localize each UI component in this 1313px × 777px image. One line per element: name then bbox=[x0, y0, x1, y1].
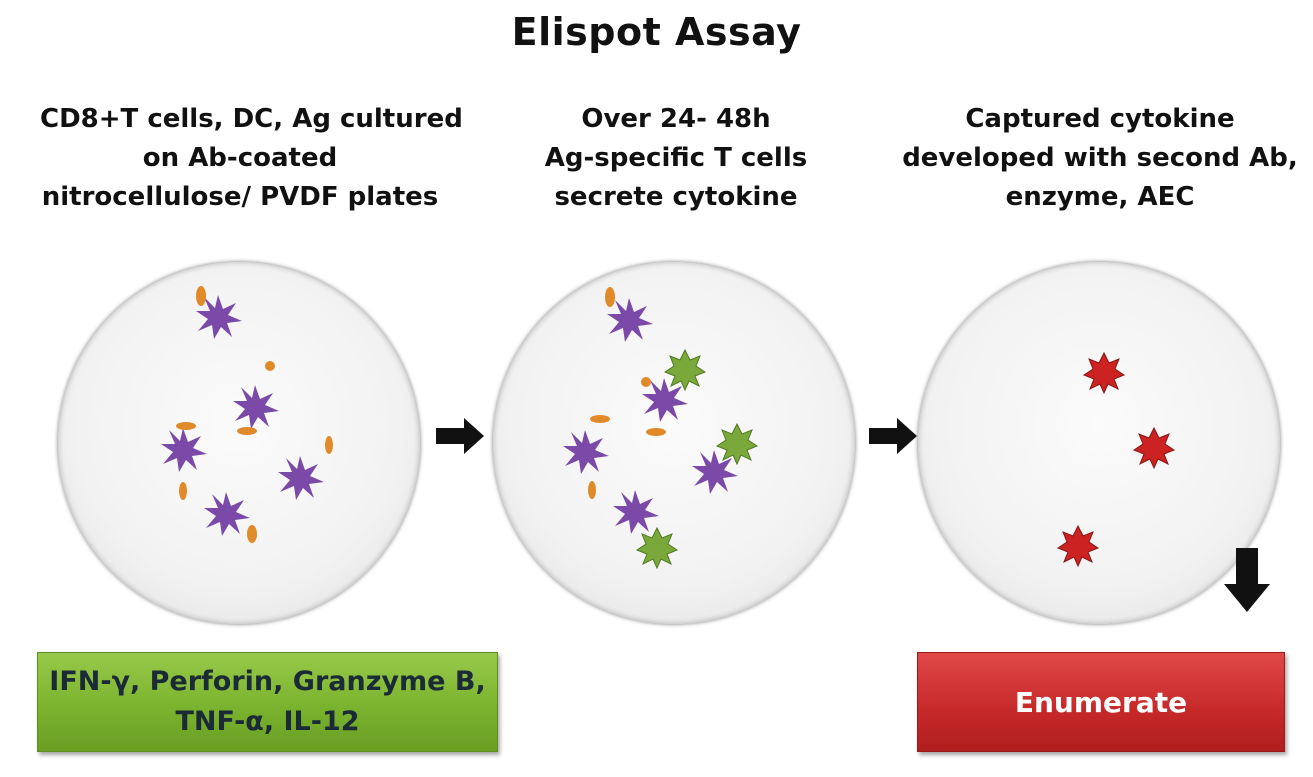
t-cells bbox=[563, 298, 738, 534]
step3-line1: Captured cytokine bbox=[965, 104, 1235, 134]
cytokine-list-line2: TNF-α, IL-12 bbox=[175, 706, 360, 737]
developed-spot bbox=[1083, 352, 1125, 394]
step2-line2: Ag-specific T cells bbox=[544, 143, 808, 173]
antigen bbox=[588, 481, 596, 499]
step3-line3: enzyme, AEC bbox=[1005, 182, 1195, 212]
t-cell bbox=[161, 428, 207, 472]
step3-label: Captured cytokine developed with second … bbox=[900, 100, 1300, 217]
step3-line2: developed with second Ab, bbox=[902, 143, 1298, 173]
antigen bbox=[605, 287, 615, 307]
enumerate-label: Enumerate bbox=[1014, 685, 1188, 719]
step2-label: Over 24- 48h Ag-specific T cells secrete… bbox=[486, 100, 866, 217]
arrow-down-icon bbox=[1224, 548, 1270, 612]
step1-line3: nitrocellulose/ PVDF plates bbox=[41, 182, 439, 212]
cytokine-spots bbox=[636, 349, 758, 569]
t-cell bbox=[278, 456, 324, 500]
plate-step3 bbox=[918, 262, 1280, 624]
t-cell bbox=[613, 490, 659, 534]
t-cell bbox=[692, 450, 738, 494]
developed-spot bbox=[1133, 427, 1175, 469]
t-cells bbox=[161, 295, 324, 536]
developed-spots bbox=[1057, 352, 1175, 567]
diagram-title: Elispot Assay bbox=[511, 10, 802, 54]
t-cell bbox=[233, 385, 279, 429]
antigen bbox=[325, 436, 333, 454]
cytokine-spot bbox=[664, 349, 706, 391]
plate-step1-contents bbox=[161, 286, 333, 543]
t-cell bbox=[204, 492, 250, 536]
antigen bbox=[247, 525, 257, 543]
plate-step2 bbox=[493, 262, 855, 624]
cytokine-spot bbox=[636, 527, 678, 569]
step1-line1: CD8+T cells, DC, Ag cultured bbox=[40, 104, 463, 134]
cytokine-list-box: IFN-γ, Perforin, Granzyme B, TNF-α, IL-1… bbox=[37, 652, 498, 752]
antigen bbox=[265, 361, 275, 371]
step2-line3: secrete cytokine bbox=[554, 182, 798, 212]
antigen bbox=[237, 427, 257, 435]
step2-line1: Over 24- 48h bbox=[581, 104, 771, 134]
t-cell bbox=[607, 298, 653, 342]
step1-line2: on Ab-coated bbox=[142, 143, 338, 173]
step1-label: CD8+T cells, DC, Ag cultured on Ab-coate… bbox=[40, 100, 463, 217]
antigens bbox=[588, 287, 666, 499]
enumerate-box: Enumerate bbox=[917, 652, 1285, 752]
cytokine-spot bbox=[716, 423, 758, 465]
plate-step1 bbox=[58, 262, 420, 624]
arrow-right-icon bbox=[869, 418, 917, 454]
antigens bbox=[176, 286, 333, 543]
cytokine-list-line1: IFN-γ, Perforin, Granzyme B, bbox=[49, 666, 486, 697]
antigen bbox=[590, 415, 610, 423]
plate-step2-contents bbox=[563, 287, 758, 569]
arrow-right-icon bbox=[436, 418, 484, 454]
t-cell bbox=[563, 430, 609, 474]
antigen bbox=[646, 428, 666, 436]
antigen bbox=[179, 482, 187, 500]
antigen bbox=[641, 377, 651, 387]
antigen bbox=[196, 286, 206, 306]
developed-spot bbox=[1057, 525, 1099, 567]
antigen bbox=[176, 422, 196, 430]
